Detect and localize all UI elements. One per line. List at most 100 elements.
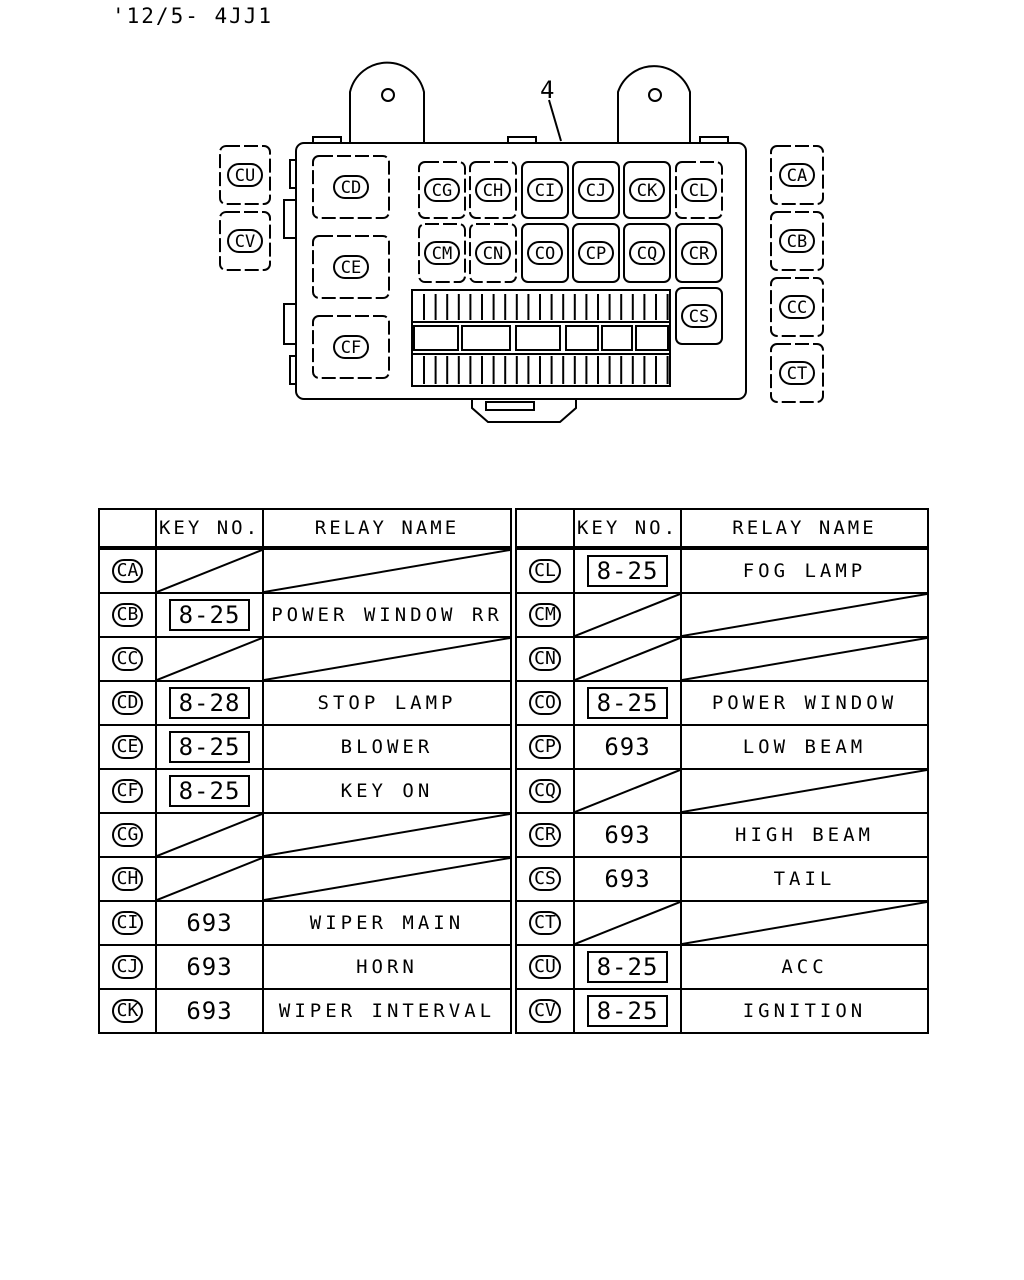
fuse-slot [565, 325, 599, 351]
relay-name: POWER WINDOW RR [271, 604, 503, 626]
relay-code-badge: CS [529, 867, 561, 891]
relay-name-cell [262, 636, 512, 682]
row-code-cell: CC [98, 636, 157, 682]
relay-cj: CJ [572, 161, 620, 219]
relay-code-badge: CB [111, 603, 144, 627]
relay-code-label: CA [787, 166, 807, 186]
table-row: CS 693 TAIL [515, 856, 929, 902]
key-no-cell [573, 768, 682, 814]
key-number: 693 [186, 953, 233, 981]
relay-code-badge: CQ [529, 779, 561, 803]
table-row: CM [515, 592, 929, 638]
relay-code-label: CM [432, 244, 452, 264]
relay-co: CO [521, 223, 569, 283]
relay-code-badge: CL [529, 559, 561, 583]
key-no-cell [155, 856, 264, 902]
relay-name-cell [262, 856, 512, 902]
relay-cd: CD [312, 155, 390, 219]
side-clip [289, 159, 297, 189]
key-number: 8-25 [168, 599, 251, 631]
relay-name: TAIL [773, 868, 836, 890]
relay-code-label: CJ [586, 181, 606, 201]
row-code-cell: CV [515, 988, 575, 1034]
mount-hole-left [381, 88, 395, 102]
relay-cu: CU [219, 145, 271, 205]
relay-code-badge: CO [529, 691, 561, 715]
table-row: CJ 693 HORN [98, 944, 512, 990]
relay-code-badge: CN [529, 647, 561, 671]
key-no-cell [573, 592, 682, 638]
side-clip [289, 355, 297, 385]
table-row: CC [98, 636, 512, 682]
relay-cf: CF [312, 315, 390, 379]
fuse-slot [413, 325, 459, 351]
relay-code-label: CF [341, 338, 361, 358]
relay-ck: CK [623, 161, 671, 219]
table-row: CA [98, 547, 512, 594]
relay-ca: CA [770, 145, 824, 205]
diagram-header-code: '12/5- 4JJ1 [112, 4, 274, 28]
relay-code-badge: CG [111, 823, 144, 847]
key-no-cell: 8-25 [573, 547, 682, 594]
relay-code-badge: CJ [111, 955, 144, 979]
key-number: 8-25 [586, 555, 669, 587]
mount-ear-left [349, 61, 425, 142]
relay-code-label: CI [535, 181, 555, 201]
table-row: CB 8-25 POWER WINDOW RR [98, 592, 512, 638]
key-number: 8-25 [586, 951, 669, 983]
relay-cp: CP [572, 223, 620, 283]
relay-code-badge: CI [111, 911, 144, 935]
relay-code-badge: CD [111, 691, 144, 715]
row-code-cell: CQ [515, 768, 575, 814]
key-no-cell [155, 547, 264, 594]
relay-name-cell: POWER WINDOW RR [262, 592, 512, 638]
relay-code-badge: CP [529, 735, 561, 759]
key-no-cell: 693 [573, 812, 682, 858]
relay-name: WIPER INTERVAL [278, 1000, 496, 1022]
relay-code-label: CC [787, 298, 807, 318]
relay-name-cell [262, 547, 512, 594]
relay-name-cell [680, 768, 929, 814]
relay-name: LOW BEAM [742, 736, 867, 758]
relay-ci: CI [521, 161, 569, 219]
key-number: 693 [186, 909, 233, 937]
key-number: 693 [604, 821, 651, 849]
header-relay-name: RELAY NAME [262, 508, 512, 550]
relay-box-housing [295, 142, 747, 400]
table-row: CG [98, 812, 512, 858]
relay-code-label: CS [689, 307, 709, 327]
header-relay-name: RELAY NAME [680, 508, 929, 550]
relay-name-cell: POWER WINDOW [680, 680, 929, 726]
relay-code-label: CT [787, 364, 807, 384]
relay-code-label: CU [235, 166, 255, 186]
relay-code-badge: CE [111, 735, 144, 759]
relay-code-badge: CF [111, 779, 144, 803]
row-code-cell: CO [515, 680, 575, 726]
row-code-cell: CB [98, 592, 157, 638]
relay-code-badge: CV [529, 999, 561, 1023]
row-code-cell: CF [98, 768, 157, 814]
relay-code-label: CL [689, 181, 709, 201]
row-code-cell: CE [98, 724, 157, 770]
row-code-cell: CM [515, 592, 575, 638]
relay-code-badge: CM [529, 603, 561, 627]
relay-ct: CT [770, 343, 824, 403]
row-code-cell: CJ [98, 944, 157, 990]
relay-name: HORN [356, 956, 418, 978]
row-code-cell: CG [98, 812, 157, 858]
relay-name: KEY ON [340, 780, 434, 802]
relay-name-cell: LOW BEAM [680, 724, 929, 770]
key-no-cell [155, 812, 264, 858]
relay-name-cell [680, 592, 929, 638]
fuse-slot [515, 325, 561, 351]
key-number: 693 [604, 865, 651, 893]
relay-code-label: CQ [637, 244, 657, 264]
relay-code-label: CK [637, 181, 658, 201]
relay-cs: CS [675, 287, 723, 345]
row-code-cell: CI [98, 900, 157, 946]
